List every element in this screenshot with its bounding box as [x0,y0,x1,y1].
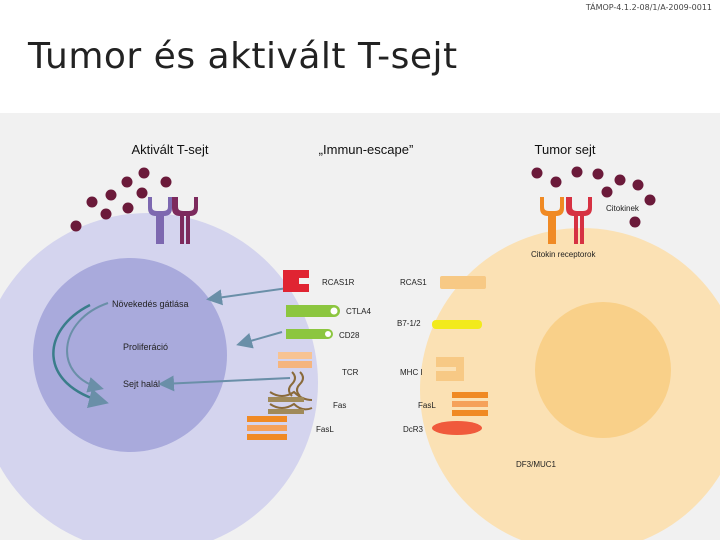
tcr-receptor [278,352,312,397]
dcr3-label: DcR3 [403,425,424,434]
b7-label: B7-1/2 [397,319,421,328]
cytokine-dot [86,196,98,208]
curved-arrow-cell-death [52,303,109,408]
arrow-rcas1r [206,287,289,306]
rcas1r-label: RCAS1R [322,278,355,287]
b7-ligand [432,320,482,329]
rcas1-ligand [440,276,486,289]
tumor-cell-heading: Tumor sejt [535,142,596,157]
tcr-label: TCR [342,368,359,377]
cytokines-label: Citokinek [606,204,640,213]
fasl-tumor-label: FasL [418,401,436,410]
cell-death-label: Sejt halál [123,379,160,389]
mhc-label: MHC I [400,368,423,377]
t-cell-heading: Aktivált T-sejt [131,142,208,157]
cytokine-dot [644,194,656,206]
fasl-tumor-ligand [452,392,488,416]
tumor-receptor-orange [540,197,564,244]
rcas1-label: RCAS1 [400,278,427,287]
diagram-canvas: Aktivált T-sejt „Immun-escape” Tumor sej… [0,113,720,540]
cytokine-dot [614,174,626,186]
t-cell-receptor-left [148,197,172,244]
cytokine-dot [105,189,117,201]
cytokine-dot [531,167,543,179]
cytokine-dot [592,168,604,180]
cytokine-dot [632,179,644,191]
cd28-receptor [286,329,333,339]
cytokine-dot [122,202,134,214]
proliferation-label: Proliferáció [123,342,168,352]
ctla4-receptor [286,305,340,317]
mhc-molecule [436,357,464,381]
t-cell-receptor-right [172,197,198,244]
fas-receptor [268,390,313,414]
arrow-tcr [158,375,291,392]
project-code: TÁMOP-4.1.2-08/1/A-2009-0011 [585,3,712,12]
ctla4-label: CTLA4 [346,307,371,316]
growth-inhibition-label: Növekedés gátlása [112,299,189,309]
arrow-costim [236,331,283,349]
fas-label: Fas [333,401,346,410]
ctla4-notch [330,307,338,315]
fasl-tcell-label: FasL [316,425,334,434]
cytokine-dot [138,167,150,179]
cd28-notch [325,331,331,337]
diagram-svg: Aktivált T-sejt „Immun-escape” Tumor sej… [0,142,720,540]
cytokines-left [70,167,172,232]
cytokines-right [531,166,656,228]
cytokine-dot [571,166,583,178]
page-title: Tumor és aktivált T-sejt [28,36,458,77]
tumor-receptor-red [566,197,592,244]
curved-arrow-proliferation [66,302,109,393]
cytokine-dot [601,186,613,198]
cytokine-dot [550,176,562,188]
tumor-cell-nucleus [535,302,671,438]
dcr3-molecule [432,421,482,435]
t-cell-nucleus [33,258,227,452]
rcas1r-receptor [283,270,309,292]
cytokine-dot [629,216,641,228]
cytokine-receptors-label: Citokin receptorok [531,250,596,259]
cytokine-dot [70,220,82,232]
cytokine-dot [160,176,172,188]
fasl-tcell-ligand [247,416,287,440]
df3-label: DF3/MUC1 [516,460,557,469]
cd28-label: CD28 [339,331,360,340]
immune-escape-heading: „Immun-escape” [319,142,414,157]
cytokine-dot [121,176,133,188]
cytokine-dot [100,208,112,220]
cytokine-dot [136,187,148,199]
